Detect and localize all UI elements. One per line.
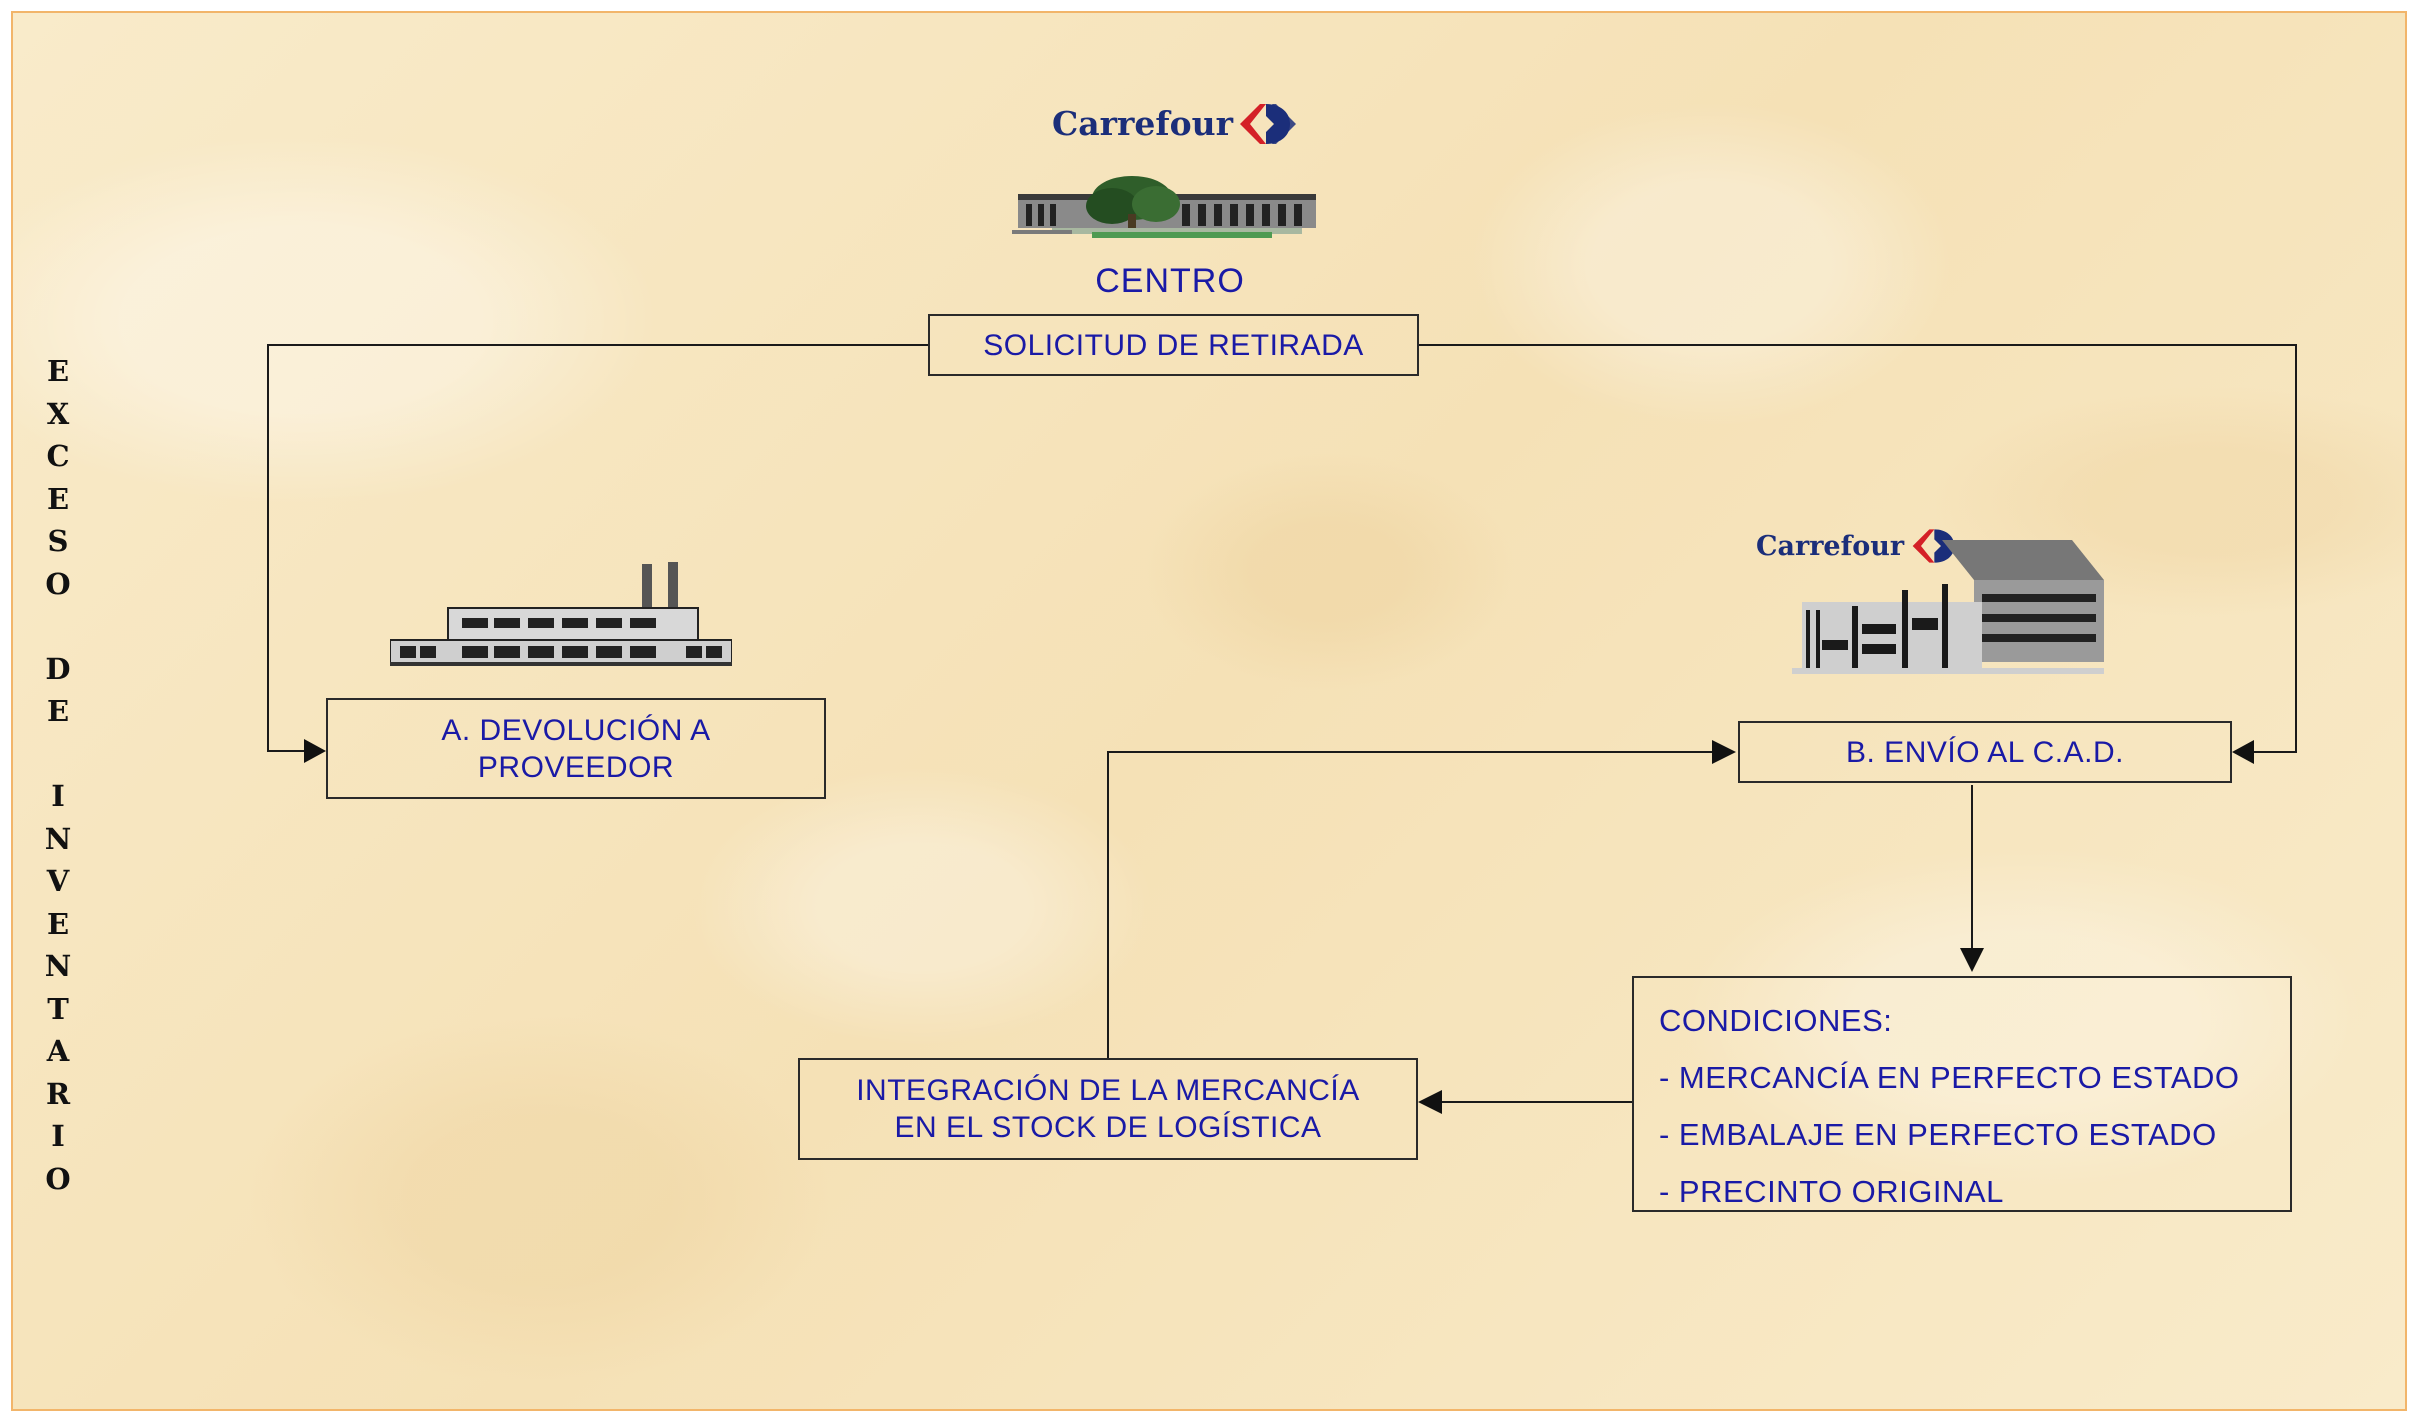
vertical-title-letter: E bbox=[46, 481, 70, 516]
vertical-title-letter: T bbox=[47, 991, 69, 1026]
arrowhead-conditions bbox=[1960, 948, 1984, 972]
vertical-title-letter: R bbox=[45, 1076, 71, 1111]
arrowhead-envio-right bbox=[2232, 740, 2254, 764]
vertical-title-letter: A bbox=[46, 1034, 70, 1068]
connector-integracion-to-envio bbox=[1107, 751, 1712, 1060]
connector-to-envio bbox=[1419, 344, 2297, 753]
vertical-title-letter: N bbox=[44, 949, 72, 983]
vertical-title-letter: S bbox=[47, 524, 69, 558]
carrefour-logo-text-warehouse: Carrefour bbox=[1756, 531, 1905, 562]
vertical-title-letter: E bbox=[46, 694, 70, 728]
arrowhead-devolucion bbox=[304, 739, 326, 763]
vertical-title-letter: X bbox=[46, 396, 70, 431]
vertical-title-letter: N bbox=[44, 821, 72, 856]
devolucion-proveedor-box: A. DEVOLUCIÓN A PROVEEDOR bbox=[326, 698, 826, 799]
carrefour-logo-icon bbox=[1240, 104, 1296, 144]
store-building-icon bbox=[1012, 176, 1316, 238]
conditions-box: CONDICIONES: - MERCANCÍA EN PERFECTO EST… bbox=[1632, 976, 2292, 1212]
vertical-title-letter: O bbox=[45, 566, 71, 601]
envio-cad-box: B. ENVÍO AL C.A.D. bbox=[1738, 721, 2232, 783]
vertical-title-letter: E bbox=[46, 906, 70, 941]
vertical-title-letter bbox=[53, 733, 63, 776]
vertical-title-letter bbox=[53, 605, 63, 648]
warehouse-building-icon bbox=[1792, 540, 2104, 674]
vertical-title-letter: D bbox=[45, 651, 71, 686]
diagram-canvas bbox=[11, 11, 2407, 1411]
vertical-title-letter: E bbox=[46, 354, 70, 388]
integracion-stock-box: INTEGRACIÓN DE LA MERCANCÍA EN EL STOCK … bbox=[798, 1058, 1418, 1160]
connector-to-devolucion bbox=[267, 344, 928, 752]
envio-cad-label: B. ENVÍO AL C.A.D. bbox=[1846, 735, 2124, 769]
vertical-title-letter: I bbox=[51, 779, 65, 813]
integracion-line-1: INTEGRACIÓN DE LA MERCANCÍA bbox=[856, 1074, 1360, 1107]
arrowhead-integracion bbox=[1418, 1090, 1442, 1114]
devolucion-line-2: PROVEEDOR bbox=[477, 750, 675, 784]
integracion-line-2: EN EL STOCK DE LOGÍSTICA bbox=[894, 1111, 1322, 1144]
vertical-title-letter: O bbox=[45, 1161, 71, 1196]
solicitud-retirada-box: SOLICITUD DE RETIRADA bbox=[928, 314, 1419, 376]
vertical-title-letter: V bbox=[46, 864, 70, 898]
conditions-title: CONDICIONES: bbox=[1659, 1003, 1893, 1038]
centro-label: CENTRO bbox=[1095, 262, 1245, 300]
carrefour-logo-text-top: Carrefour bbox=[1052, 104, 1234, 143]
vertical-title-letter: C bbox=[46, 439, 70, 473]
condition-item: - PRECINTO ORIGINAL bbox=[1659, 1174, 2004, 1209]
vertical-title-letter: I bbox=[51, 1119, 65, 1153]
factory-icon bbox=[390, 562, 732, 666]
carrefour-logo-icon-warehouse bbox=[1912, 529, 1955, 563]
condition-item: - MERCANCÍA EN PERFECTO ESTADO bbox=[1659, 1060, 2240, 1095]
arrowhead-envio-left bbox=[1712, 740, 1736, 764]
solicitud-retirada-label: SOLICITUD DE RETIRADA bbox=[983, 328, 1364, 362]
devolucion-line-1: A. DEVOLUCIÓN A bbox=[441, 713, 711, 747]
condition-item: - EMBALAJE EN PERFECTO ESTADO bbox=[1659, 1117, 2217, 1152]
